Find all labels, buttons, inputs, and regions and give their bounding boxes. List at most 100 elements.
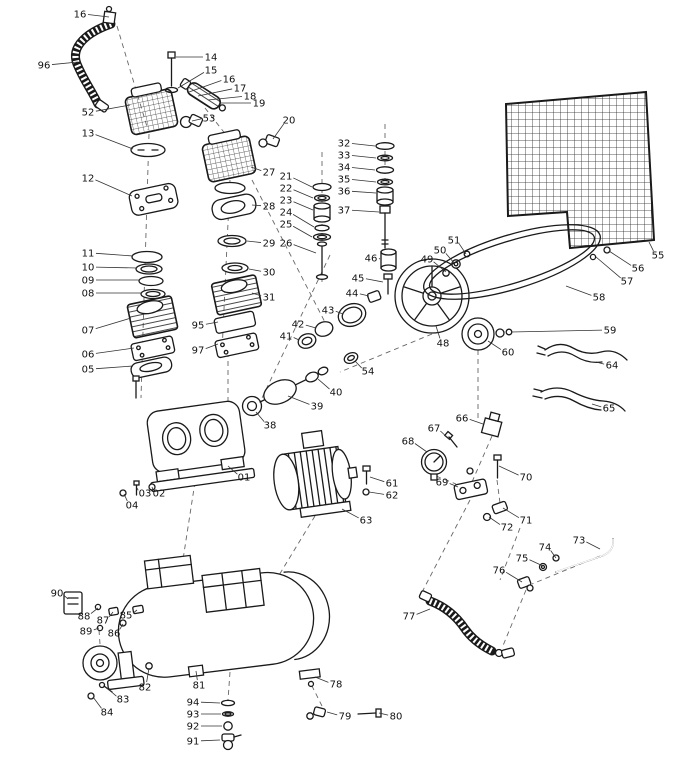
- leader-line-04: [123, 493, 128, 502]
- part-number-86: 86: [108, 629, 121, 640]
- part-number-02: 02: [153, 489, 166, 500]
- leader-line-80: [378, 712, 389, 716]
- leader-line-31: [251, 292, 262, 297]
- part-number-30: 30: [263, 268, 276, 279]
- regulator-group: [420, 411, 509, 522]
- leader-line-71: [502, 507, 520, 519]
- center-cylinder-stack: [210, 234, 263, 359]
- leader-line-57: [595, 256, 621, 279]
- part-number-03: 03: [139, 489, 152, 500]
- leader-line-28: [251, 204, 262, 207]
- part-number-31: 31: [263, 293, 276, 304]
- leader-line-65: [591, 403, 602, 408]
- leader-line-88: [90, 607, 99, 614]
- leader-line-73: [586, 541, 601, 550]
- leader-line-83: [106, 687, 117, 697]
- part-number-14: 14: [205, 53, 218, 64]
- part-number-58: 58: [593, 293, 606, 304]
- part-number-10: 10: [82, 263, 95, 274]
- part-number-17: 17: [234, 84, 247, 95]
- part-number-68: 68: [402, 437, 415, 448]
- pressure-gauge: [420, 448, 448, 481]
- part-number-66: 66: [456, 414, 469, 425]
- leader-line-87: [108, 611, 114, 618]
- part-number-53: 53: [203, 114, 216, 125]
- leader-line-25: [292, 225, 313, 238]
- leader-line-79: [326, 711, 338, 716]
- leader-line-91: [200, 739, 221, 742]
- tank-top-plate-large: [201, 567, 265, 613]
- manifold: [453, 478, 489, 501]
- part-number-95: 95: [192, 321, 205, 332]
- part-number-83: 83: [117, 695, 130, 706]
- part-number-22: 22: [280, 184, 293, 195]
- leader-line-11: [95, 252, 134, 257]
- part-number-45: 45: [352, 274, 365, 285]
- head-gasket-12: [128, 182, 179, 216]
- leader-line-36: [351, 190, 377, 194]
- leader-line-06: [95, 347, 135, 354]
- part-number-37: 37: [338, 206, 351, 217]
- leader-line-16: [188, 80, 222, 93]
- part-number-55: 55: [652, 251, 665, 262]
- part-number-85: 85: [120, 611, 133, 622]
- elbow-fitting-53: [179, 113, 204, 129]
- leader-line-64: [595, 361, 605, 365]
- part-number-92: 92: [187, 722, 200, 733]
- part-number-84: 84: [101, 708, 114, 719]
- tank-top-plate-small: [143, 554, 195, 590]
- belt-guard: [504, 90, 656, 261]
- motor-pulley: [461, 317, 513, 351]
- part-number-90: 90: [51, 589, 64, 600]
- part-number-12: 12: [82, 174, 95, 185]
- leader-line-21: [293, 177, 313, 188]
- filter-plate: [130, 142, 166, 158]
- leader-line-35: [351, 179, 377, 183]
- part-number-26: 26: [280, 239, 293, 250]
- part-number-52: 52: [82, 108, 95, 119]
- part-number-41: 41: [280, 332, 293, 343]
- air-filter-1: [124, 82, 179, 136]
- pump-crankcase: [146, 400, 256, 493]
- leader-line-30: [248, 268, 262, 272]
- part-number-79: 79: [339, 712, 352, 723]
- leader-line-27: [250, 166, 262, 172]
- part-number-33: 33: [338, 151, 351, 162]
- leader-line-75: [529, 559, 544, 567]
- part-number-69: 69: [436, 478, 449, 489]
- part-number-93: 93: [187, 710, 200, 721]
- part-number-04: 04: [126, 501, 139, 512]
- part-number-06: 06: [82, 350, 95, 361]
- leader-line-53: [191, 118, 202, 122]
- leader-line-40: [317, 378, 330, 390]
- part-number-97: 97: [192, 346, 205, 357]
- part-number-54: 54: [362, 367, 375, 378]
- part-number-63: 63: [360, 516, 373, 527]
- leader-line-89: [93, 627, 100, 631]
- leader-line-32: [351, 143, 376, 147]
- crankshaft-assembly: [241, 351, 359, 417]
- leader-line-76: [505, 571, 523, 583]
- part-number-96: 96: [38, 61, 51, 72]
- part-number-25: 25: [280, 220, 293, 231]
- part-number-89: 89: [80, 627, 93, 638]
- part-number-81: 81: [193, 681, 206, 692]
- leader-line-51: [458, 243, 467, 255]
- part-number-48: 48: [437, 339, 450, 350]
- part-number-08: 08: [82, 289, 95, 300]
- hose-fitting-nut: [105, 5, 113, 13]
- part-number-16: 16: [223, 75, 236, 86]
- leader-line-62: [368, 491, 385, 495]
- leader-line-24: [292, 214, 315, 228]
- leader-line-52: [95, 104, 131, 112]
- leader-line-41: [293, 337, 300, 341]
- head-gasket-28: [211, 193, 257, 221]
- head-plate: [214, 181, 246, 195]
- part-number-74: 74: [539, 543, 552, 554]
- leader-line-58: [565, 285, 592, 296]
- part-number-36: 36: [338, 187, 351, 198]
- leader-line-42: [305, 324, 317, 329]
- part-number-32: 32: [338, 139, 351, 150]
- leader-line-67: [440, 430, 451, 441]
